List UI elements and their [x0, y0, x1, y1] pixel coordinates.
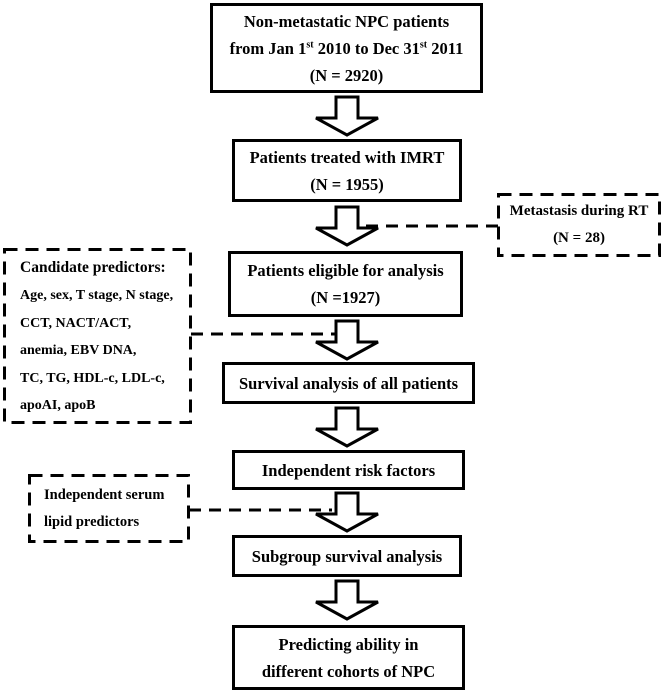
date-range-text: 2011 [427, 38, 464, 58]
note-text-line: anemia, EBV DNA, [20, 343, 137, 358]
down-arrow-icon [315, 406, 379, 448]
down-arrow-icon [315, 579, 379, 621]
ordinal-superscript: st [306, 39, 314, 50]
box-text-line: Predicting ability in [278, 634, 419, 654]
box-count-line: (N = 2920) [309, 65, 384, 85]
candidate-predictors-note: Candidate predictors: Age, sex, T stage,… [20, 254, 190, 422]
flow-box-independent-risk-factors: Independent risk factors [232, 450, 465, 490]
flow-box-imrt-treated: Patients treated with IMRT (N = 1955) [232, 139, 462, 202]
box-text-line: Independent risk factors [261, 460, 436, 480]
note-text-line: Metastasis during RT [509, 203, 649, 219]
metastasis-note-border [497, 193, 661, 257]
box-text-line: from Jan 1st 2010 to Dec 31st 2011 [230, 35, 464, 62]
metastasis-note: Metastasis during RT (N = 28) [498, 194, 660, 256]
note-text-line: TC, TG, HDL-c, LDL-c, [20, 370, 165, 386]
down-arrow-icon [315, 319, 379, 361]
flow-box-subgroup-analysis: Subgroup survival analysis [232, 535, 462, 577]
box-count-line: (N =1927) [310, 288, 381, 307]
serum-lipid-note: Independent serum lipid predictors [44, 482, 184, 538]
box-text-line: different cohorts of NPC [261, 661, 436, 681]
flow-box-survival-analysis: Survival analysis of all patients [222, 362, 475, 404]
box-text-line: Subgroup survival analysis [251, 546, 443, 566]
box-text-line: Non-metastatic NPC patients [243, 11, 450, 31]
note-text-line: CCT, NACT/ACT, [20, 315, 132, 331]
box-count-line: (N = 1955) [310, 174, 384, 194]
down-arrow-icon [315, 491, 379, 533]
flow-box-eligible-patients: Patients eligible for analysis (N =1927) [228, 251, 463, 317]
ordinal-superscript: st [419, 39, 428, 50]
note-text-line: apoAI, apoB [20, 398, 96, 413]
note-text-line: lipid predictors [44, 514, 140, 530]
box-text-line: Patients eligible for analysis [247, 261, 444, 280]
flow-box-predicting-ability: Predicting ability in different cohorts … [232, 625, 465, 690]
box-text-line: Patients treated with IMRT [249, 147, 445, 167]
note-text-line: Age, sex, T stage, N stage, [20, 288, 174, 303]
box-text-line: Survival analysis of all patients [238, 373, 459, 393]
down-arrow-icon [315, 95, 379, 137]
date-range-text: from Jan 1 [229, 38, 307, 58]
down-arrow-icon [315, 205, 379, 247]
candidate-predictors-note-border [3, 248, 192, 424]
flow-box-nonmetastatic-patients: Non-metastatic NPC patients from Jan 1st… [210, 3, 483, 93]
note-text-line: Independent serum [44, 487, 165, 503]
date-range-text: 2010 to Dec 31 [313, 38, 420, 58]
serum-lipid-note-border [28, 474, 190, 543]
note-heading: Candidate predictors: [20, 259, 166, 276]
note-count-line: (N = 28) [553, 230, 605, 246]
